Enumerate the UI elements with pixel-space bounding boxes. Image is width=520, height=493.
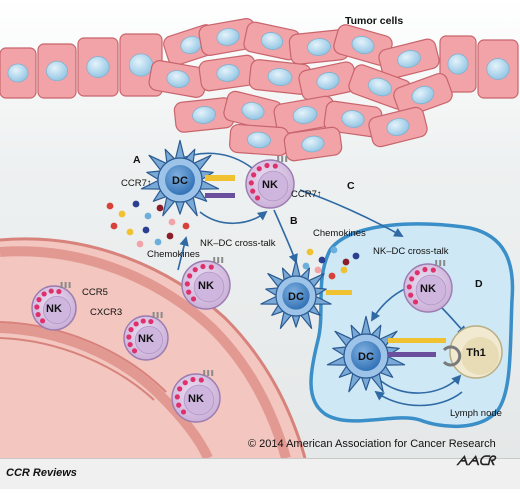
receptor-stubs: [205, 175, 462, 367]
nk-dc-crosstalk-label-2: NK–DC cross-talk: [373, 246, 449, 257]
nk-label: NK: [188, 393, 204, 405]
chemokine-dot: [144, 212, 152, 220]
chemokine-dot: [182, 222, 190, 230]
ccr7-label-dc: CCR7↑: [121, 178, 152, 189]
chemokine-dot: [330, 246, 338, 254]
chemokine-dots: [106, 200, 360, 280]
footer-bar: CCR Reviews ᗅᗅᑕᖇ: [0, 453, 520, 489]
nk-label: NK: [420, 283, 436, 295]
tumor-cell: [37, 43, 77, 99]
chemokine-dot: [342, 258, 350, 266]
chemokine-dot: [110, 222, 118, 230]
nk-cell: NK: [171, 370, 221, 423]
arrow-c: [299, 189, 404, 237]
tumor-cell: [223, 90, 283, 132]
nk-cell: NK: [123, 312, 169, 361]
panel-c-label: C: [347, 180, 355, 192]
chemokine-dot: [132, 200, 140, 208]
arrow-nk-from-vessel: [177, 236, 189, 271]
arrow-th1-dc-bottom: [374, 390, 463, 407]
th1-label: Th1: [466, 347, 486, 359]
nk-label: NK: [262, 179, 278, 191]
panel-a-label: A: [133, 154, 141, 166]
chemokine-dot: [106, 202, 114, 210]
chemokine-dot: [142, 226, 150, 234]
tumor-cell: [288, 29, 350, 65]
cxcr3-label: CXCR3: [90, 307, 122, 318]
tumor-cell: [283, 126, 343, 162]
chemokine-dot: [154, 238, 162, 246]
dc-label: DC: [172, 175, 188, 187]
tumor-cell: [378, 38, 440, 80]
ccr5-label: CCR5: [82, 287, 108, 298]
tumor-cell: [439, 35, 477, 93]
tumor-cell: [368, 106, 428, 148]
chemokine-dot: [156, 204, 164, 212]
panel-b-label: B: [290, 215, 298, 227]
chemokines-label-1: Chemokines: [147, 249, 200, 260]
arrow-b: [273, 209, 298, 264]
nk-label: NK: [138, 333, 154, 345]
tumor-cell: [229, 123, 289, 157]
chemokine-dot: [340, 266, 348, 274]
nk-label: NK: [198, 280, 214, 292]
chemokine-dot: [352, 252, 360, 260]
tumor-cell: [323, 100, 383, 138]
chemokine-dot: [314, 266, 322, 274]
nk-label: NK: [46, 303, 62, 315]
ccr-reviews-label: CCR Reviews: [6, 467, 77, 479]
arrow-nk-to-dc: [176, 152, 253, 169]
nk-cell: NK: [31, 282, 77, 331]
lymph-node-label: Lymph node: [450, 408, 502, 419]
panel-d-label: D: [475, 278, 483, 290]
tumor-cell: [77, 37, 119, 97]
dc-cell: DC: [140, 139, 220, 217]
arrow-dc-th1-bottom: [379, 374, 462, 394]
ccr7-label-nk: CCR7↑: [291, 189, 322, 200]
nk-cell: NK: [403, 260, 453, 313]
chemokine-dot: [302, 262, 310, 270]
copyright-text: © 2014 American Association for Cancer R…: [248, 438, 496, 450]
tumor-cell: [393, 72, 453, 118]
chemokine-dot: [306, 248, 314, 256]
tumor-cell-layer: [0, 18, 519, 162]
tumor-cells-label: Tumor cells: [345, 15, 403, 27]
chemokine-dot: [168, 218, 176, 226]
nk-cells: NK NK NK NK NK NK: [31, 156, 453, 423]
dc-label: DC: [358, 351, 374, 363]
dc-label: DC: [288, 291, 304, 303]
chemokine-dot: [166, 232, 174, 240]
arrow-dc-to-nk: [199, 210, 268, 224]
tumor-cell: [173, 97, 235, 133]
chemokine-dot: [328, 272, 336, 280]
tumor-cell: [477, 39, 519, 99]
tumor-cell: [198, 54, 258, 92]
dc-cell: DC: [260, 259, 332, 329]
chemokines-label-2: Chemokines: [313, 228, 366, 239]
chemokine-dot: [126, 228, 134, 236]
chemokine-dot: [318, 256, 326, 264]
th1-cell: Th1: [449, 325, 503, 379]
aacr-logo: ᗅᗅᑕᖇ: [456, 453, 495, 468]
chemokine-dot: [136, 240, 144, 248]
chemokine-dot: [118, 210, 126, 218]
tumor-cell: [243, 21, 301, 61]
dc-cell: DC: [326, 315, 406, 393]
nk-cell: NK: [245, 156, 295, 209]
nk-dc-crosstalk-label-1: NK–DC cross-talk: [200, 238, 276, 249]
tumor-cell: [0, 47, 37, 99]
nk-cell: NK: [181, 257, 231, 310]
dendritic-cells: DC DC DC: [140, 139, 406, 393]
